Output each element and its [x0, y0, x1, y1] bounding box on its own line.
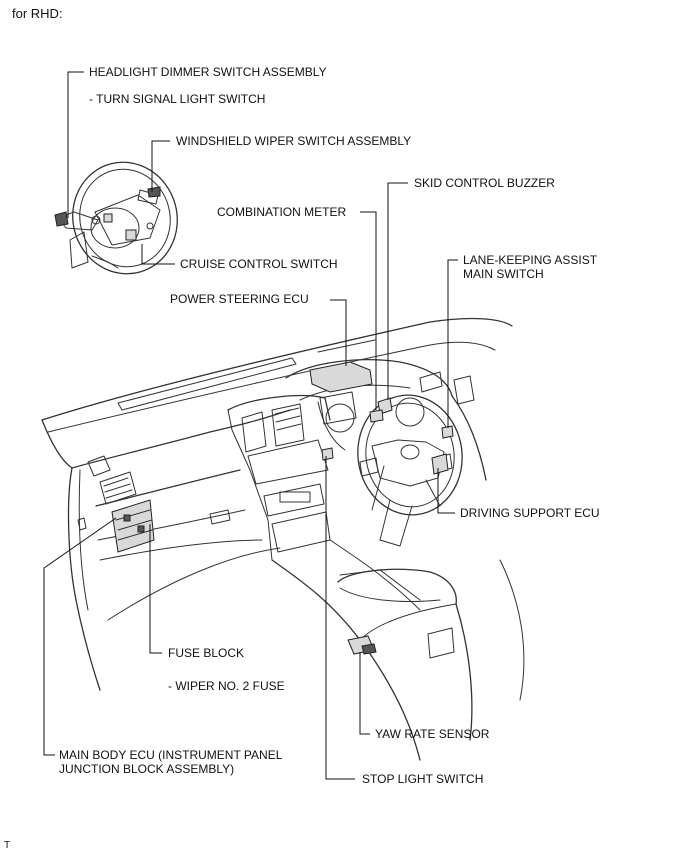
- label-wiper-no2-fuse: - WIPER NO. 2 FUSE: [168, 679, 285, 693]
- label-combination-meter: COMBINATION METER: [217, 205, 347, 219]
- label-main-body-ecu-line1: MAIN BODY ECU (INSTRUMENT PANEL: [59, 748, 283, 762]
- label-power-steering-ecu: POWER STEERING ECU: [170, 292, 309, 306]
- label-driving-support-ecu: DRIVING SUPPORT ECU: [460, 506, 600, 520]
- label-windshield-wiper-switch: WINDSHIELD WIPER SWITCH ASSEMBLY: [176, 134, 412, 148]
- label-yaw-rate-sensor: YAW RATE SENSOR: [375, 727, 490, 741]
- label-lane-keeping-assist-line2: MAIN SWITCH: [463, 267, 544, 281]
- label-lane-keeping-assist-line1: LANE-KEEPING ASSIST: [463, 253, 598, 267]
- component-markers: [111, 361, 454, 655]
- label-cruise-control-switch: CRUISE CONTROL SWITCH: [180, 257, 338, 271]
- label-headlight-dimmer-switch: HEADLIGHT DIMMER SWITCH ASSEMBLY: [89, 65, 327, 79]
- label-stop-light-switch: STOP LIGHT SWITCH: [362, 772, 484, 786]
- dashboard-outline: [41, 317, 525, 761]
- label-fuse-block: FUSE BLOCK: [168, 646, 245, 660]
- label-turn-signal-light-switch: - TURN SIGNAL LIGHT SWITCH: [89, 92, 266, 106]
- label-main-body-ecu-line2: JUNCTION BLOCK ASSEMBLY): [59, 762, 235, 776]
- page-title: for RHD:: [12, 6, 63, 21]
- leader-lines: [43, 71, 458, 780]
- figure-code: T: [4, 840, 11, 851]
- steering-wheel-inset: [54, 161, 178, 275]
- label-skid-control-buzzer: SKID CONTROL BUZZER: [414, 176, 555, 190]
